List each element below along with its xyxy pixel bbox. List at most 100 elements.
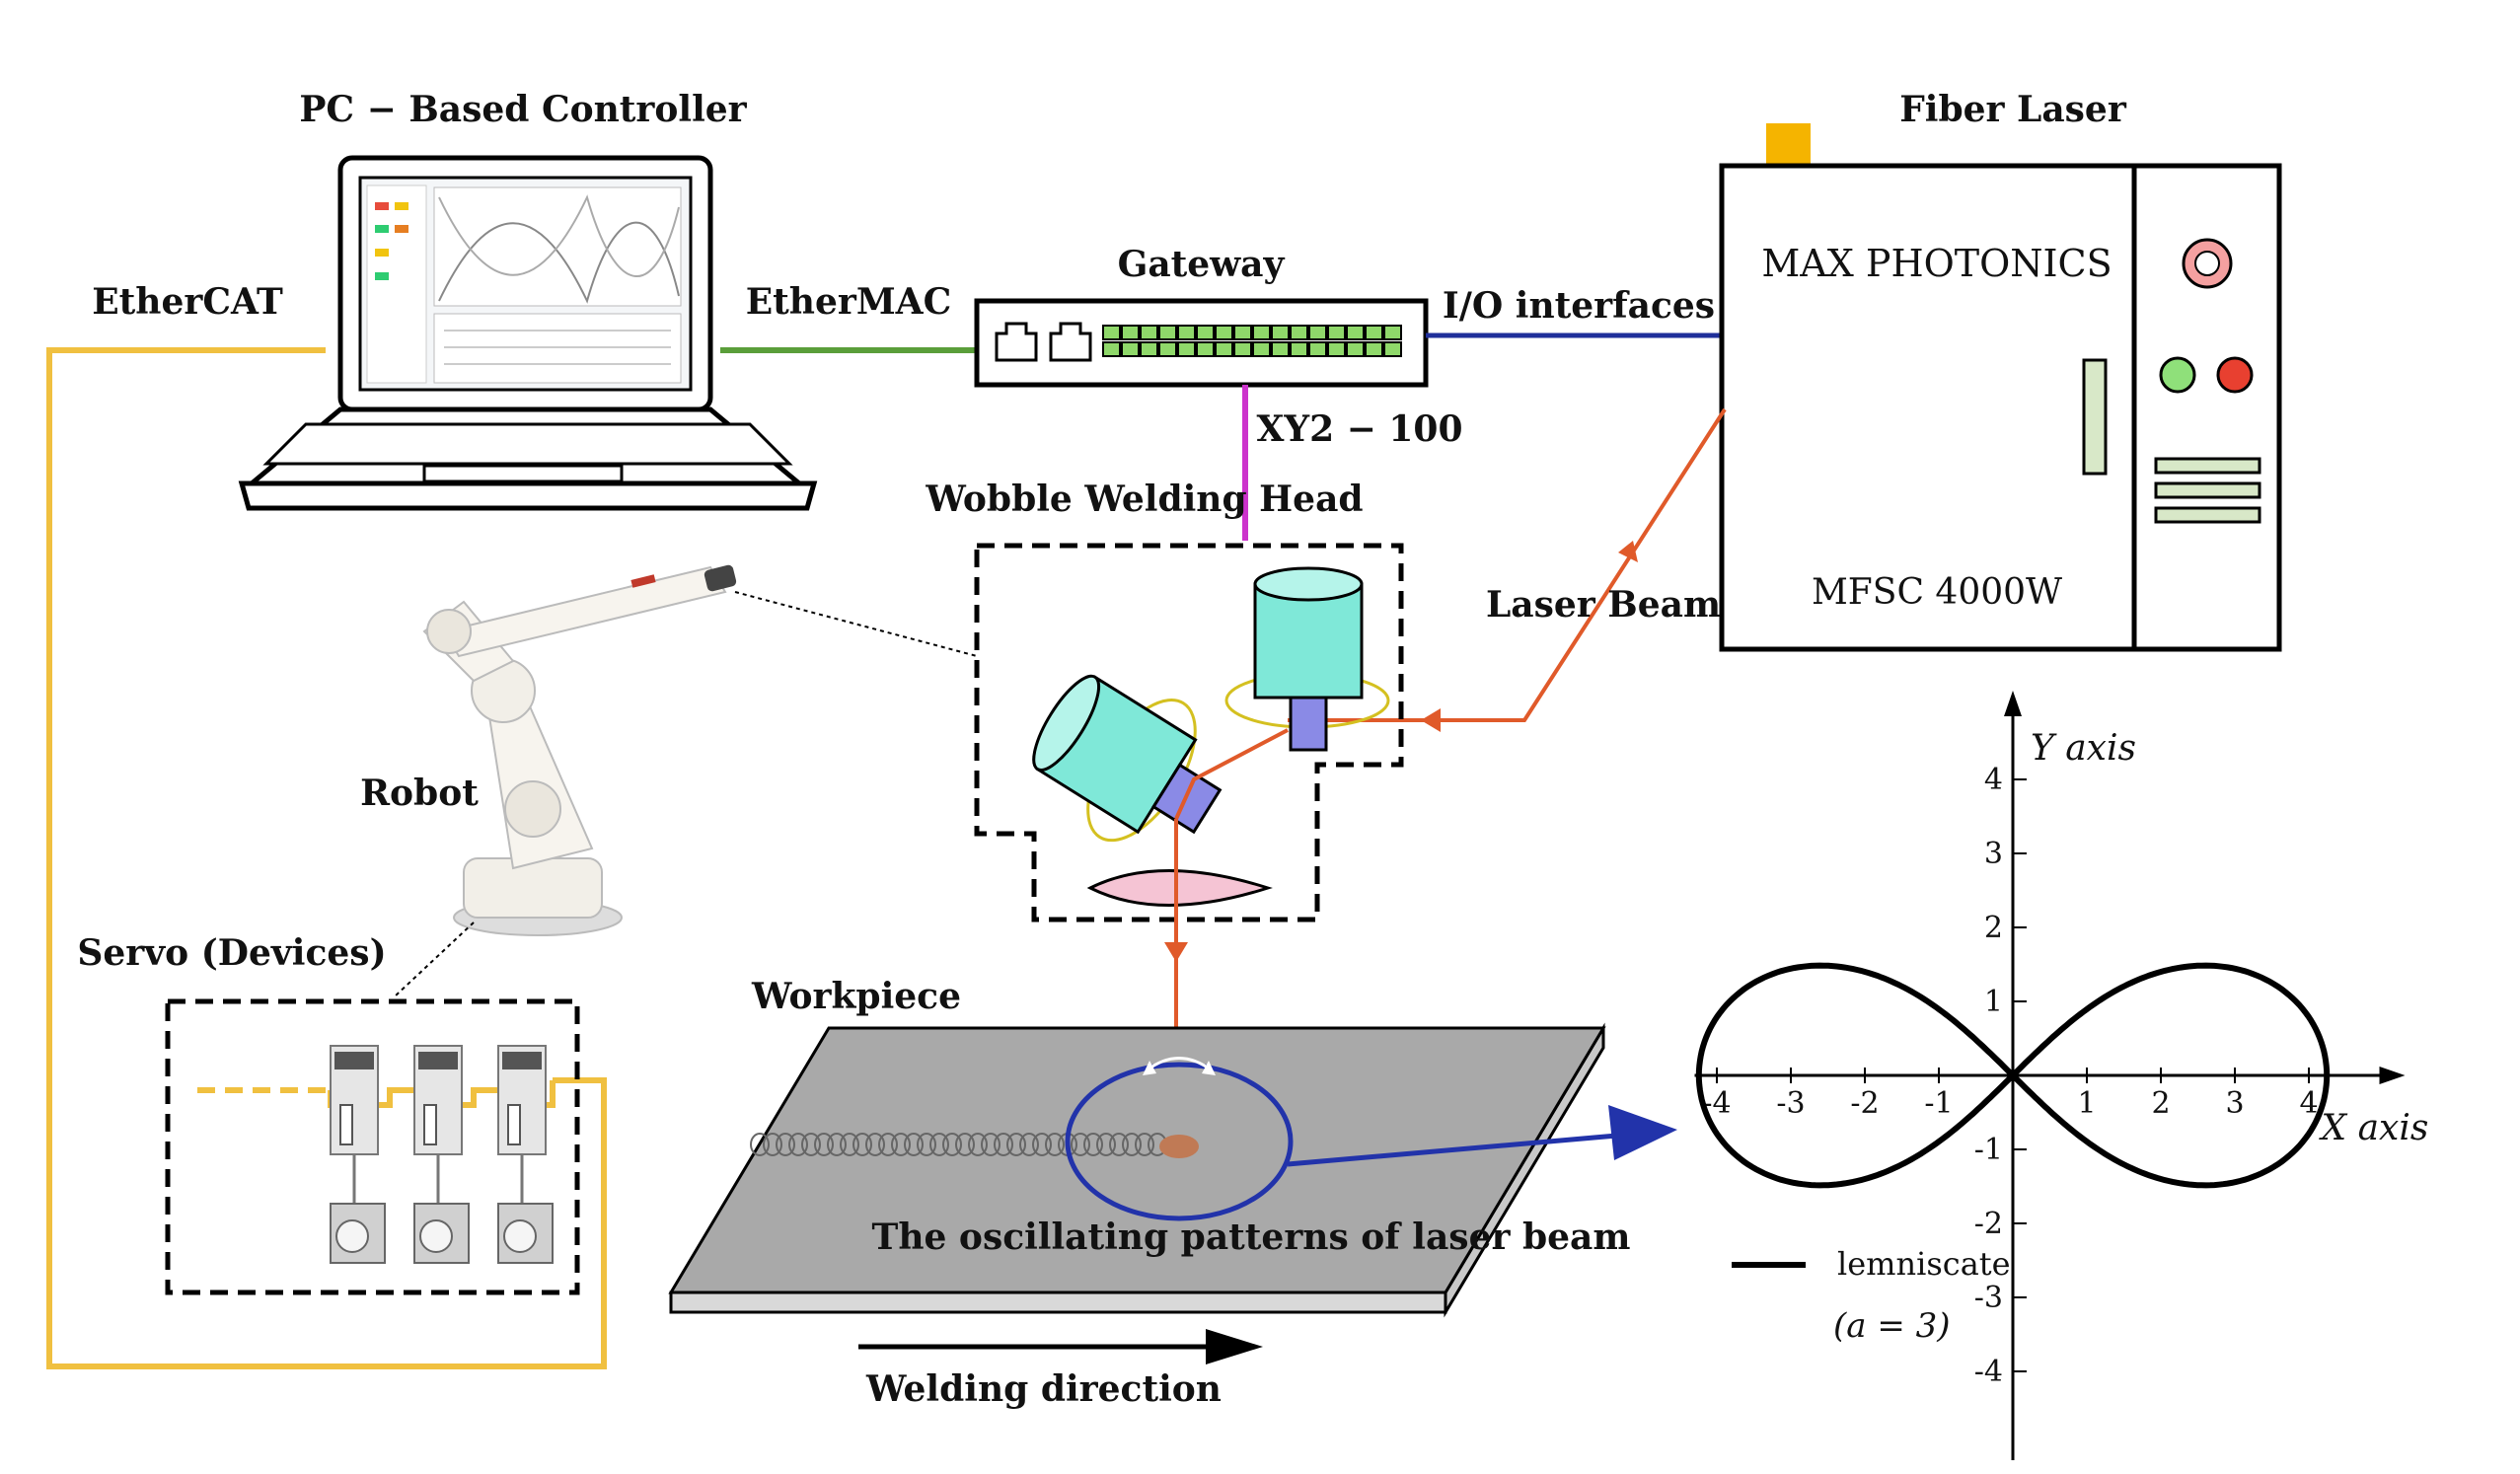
gateway-port	[1177, 341, 1196, 357]
ring-to-chart-arrow	[1287, 1132, 1629, 1167]
weld-ripple	[801, 1133, 821, 1156]
gateway-port	[1365, 341, 1383, 357]
weld-ripple	[929, 1133, 949, 1156]
x-tick-label: -3	[1776, 1086, 1805, 1121]
weld-ripple	[878, 1133, 898, 1156]
gateway-port	[1121, 325, 1140, 340]
ethercat-label: EtherCAT	[92, 281, 283, 323]
gateway-port	[1196, 341, 1215, 357]
gateway-label: Gateway	[1118, 244, 1286, 285]
power-indicator-icon	[2159, 356, 2196, 394]
weld-seam	[750, 1133, 1167, 1156]
gateway-port	[1252, 325, 1271, 340]
weld-ripple	[1071, 1133, 1090, 1156]
servo-drive-unit	[330, 1045, 386, 1264]
y-tick-label: 4	[1984, 763, 2003, 797]
weld-ripple	[840, 1133, 859, 1156]
weld-ripple	[1019, 1133, 1039, 1156]
gateway-port	[1365, 325, 1383, 340]
y-axis-label: Y axis	[2031, 728, 2136, 769]
focusing-lens	[1086, 869, 1273, 907]
weld-ripple	[1045, 1133, 1065, 1156]
y-tick-label: -1	[1974, 1133, 2003, 1167]
fiber-laser-label: Fiber Laser	[1899, 89, 2127, 130]
x-axis-label: X axis	[2319, 1108, 2429, 1148]
gateway-port	[1158, 325, 1177, 340]
gateway-port	[1158, 341, 1177, 357]
alarm-indicator-icon	[2216, 356, 2254, 394]
servo-devices-boundary	[165, 998, 580, 1295]
gateway-port	[1196, 325, 1215, 340]
gateway-port	[1383, 325, 1402, 340]
gateway-port	[1233, 341, 1252, 357]
weld-ripple	[776, 1133, 795, 1156]
weld-ripple	[750, 1133, 770, 1156]
laser-beam-internal	[1174, 728, 1289, 820]
weld-ripple	[1096, 1133, 1116, 1156]
weld-spot	[1159, 1135, 1199, 1158]
servo-label: Servo (Devices)	[77, 932, 386, 974]
y-tick-label: 3	[1984, 837, 2003, 871]
weld-ripple	[814, 1133, 834, 1156]
robot-to-servo-leader	[394, 921, 475, 997]
weld-ripple	[1083, 1133, 1103, 1156]
gateway-port	[1215, 341, 1233, 357]
weld-ripple	[1006, 1133, 1026, 1156]
robot-arm-icon	[422, 564, 737, 936]
pc-controller-label: PC − Based Controller	[299, 89, 747, 130]
laptop-icon	[238, 155, 818, 511]
legend-note: (a = 3)	[1833, 1306, 1951, 1346]
xy2-label: XY2 − 100	[1256, 408, 1462, 450]
io-interfaces-label: I/O interfaces	[1443, 285, 1715, 327]
oscillation-ring	[1065, 1062, 1294, 1221]
gateway-port	[1327, 325, 1346, 340]
y-tick-label: -3	[1974, 1281, 2003, 1315]
gateway-port	[1383, 341, 1402, 357]
weld-ripple	[968, 1133, 988, 1156]
lemniscate-curve	[1695, 962, 2331, 1189]
x-tick-label: 1	[2077, 1086, 2096, 1121]
y-axis-arrowhead	[2004, 691, 2022, 716]
weld-ripple	[917, 1133, 936, 1156]
gateway-port	[1102, 325, 1121, 340]
weld-ripple	[852, 1133, 872, 1156]
servo-drive-unit	[497, 1045, 554, 1264]
wobble-head-label: Wobble Welding Head	[925, 479, 1363, 520]
weld-ripple	[1135, 1133, 1154, 1156]
x-tick-label: 3	[2225, 1086, 2244, 1121]
gateway-port	[1102, 341, 1121, 357]
weld-ripple	[788, 1133, 808, 1156]
gateway-port	[1290, 341, 1308, 357]
welding-direction-label: Welding direction	[865, 1368, 1222, 1410]
gateway-port-grid	[1102, 325, 1402, 357]
weld-ripple	[904, 1133, 924, 1156]
weld-ripple	[1109, 1133, 1129, 1156]
weld-ripple	[1122, 1133, 1142, 1156]
y-tick-label: -2	[1974, 1207, 2003, 1241]
workpiece-plate	[668, 1022, 1606, 1318]
weld-ripple	[1032, 1133, 1052, 1156]
gateway-port	[1121, 341, 1140, 357]
weld-ripple	[763, 1133, 782, 1156]
y-tick-label: 1	[1984, 985, 2003, 1019]
galvo-mirror-x	[1224, 566, 1390, 752]
weld-ripple	[955, 1133, 975, 1156]
workpiece-label: Workpiece	[751, 976, 961, 1017]
weld-ripple	[981, 1133, 1001, 1156]
weld-ripple	[994, 1133, 1013, 1156]
gateway-port	[1346, 341, 1365, 357]
weld-ripple	[865, 1133, 885, 1156]
gateway-port	[1308, 325, 1327, 340]
fiber-laser-unit	[1719, 123, 2282, 652]
x-tick-label: -1	[1924, 1086, 1953, 1121]
x-tick-label: 2	[2151, 1086, 2170, 1121]
servo-drive-unit	[413, 1045, 470, 1264]
gateway-port	[1177, 325, 1196, 340]
ethercat-cable	[46, 347, 607, 1369]
gateway-device	[974, 298, 1429, 388]
laser-status-indicator	[1766, 123, 1811, 165]
x-axis-arrowhead	[2379, 1067, 2406, 1084]
weld-ripple	[942, 1133, 962, 1156]
